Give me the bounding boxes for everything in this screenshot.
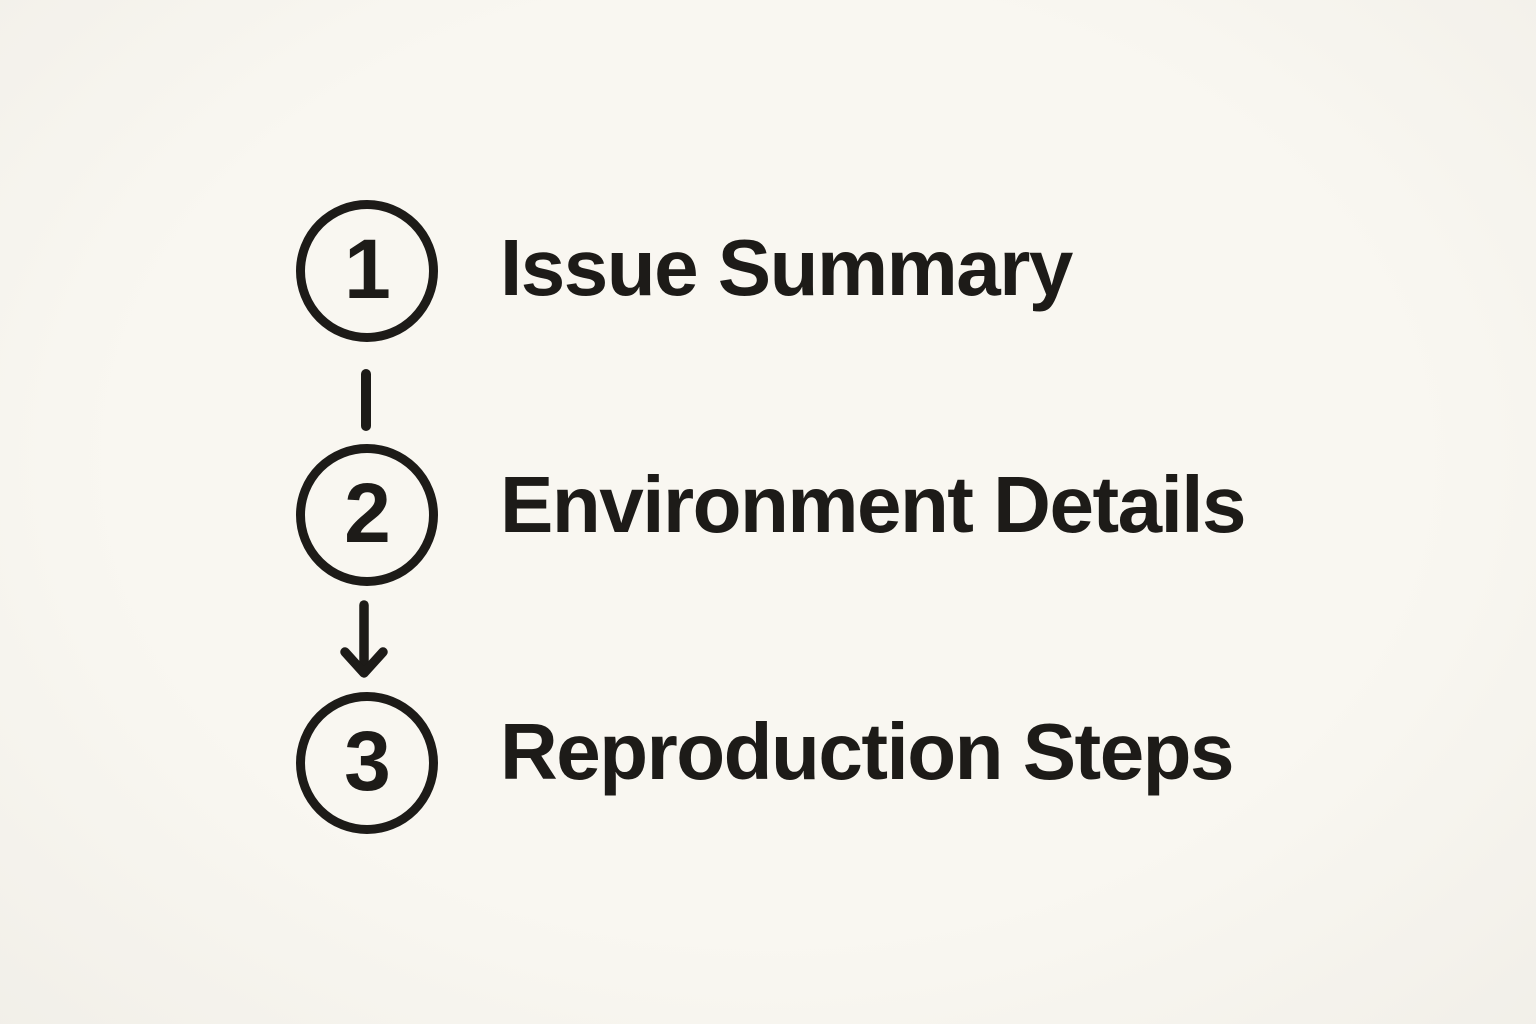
step-2-circle: 2 [296, 444, 438, 586]
step-2-label: Environment Details [500, 460, 1247, 549]
connector-line [361, 369, 371, 431]
step-3-circle: 3 [296, 692, 438, 834]
arrow-down-icon [336, 600, 396, 685]
step-3-label: Reproduction Steps [500, 707, 1235, 796]
step-1-number: 1 [344, 222, 391, 316]
step-1-label: Issue Summary [500, 223, 1073, 312]
step-1-circle: 1 [296, 200, 438, 342]
step-2-number: 2 [344, 466, 391, 560]
step-3-number: 3 [344, 714, 391, 808]
